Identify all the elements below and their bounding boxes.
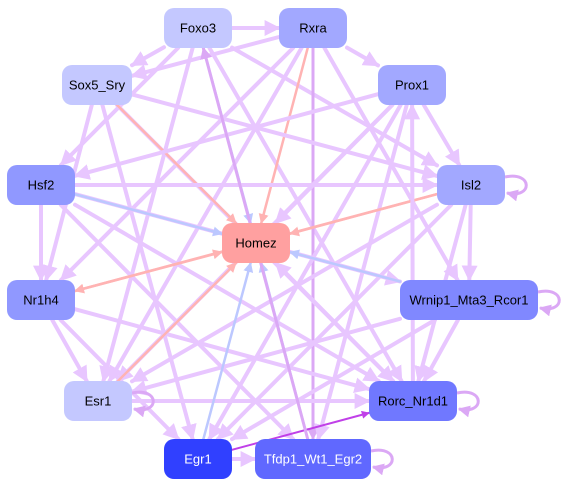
self-loop-esr1 (131, 390, 155, 418)
edge-prox1-to-homez (273, 103, 395, 225)
node-rorc[interactable]: Rorc_Nr1d1 (369, 381, 457, 421)
edge-nr1h4-to-esr1 (50, 318, 89, 383)
node-egr1[interactable]: Egr1 (164, 439, 232, 479)
node-wrnip1[interactable]: Wrnip1_Mta3_Rcor1 (400, 280, 538, 320)
node-box (164, 439, 232, 479)
edge-isl2-to-esr1 (130, 202, 439, 384)
node-label: Isl2 (461, 178, 481, 193)
node-label: Sox5_Sry (69, 78, 126, 93)
edge-wrnip1-to-homez (288, 249, 402, 283)
node-box (7, 165, 75, 205)
node-label: Tfdp1_Wt1_Egr2 (264, 452, 362, 467)
node-label: Rxra (299, 21, 327, 36)
node-prox1[interactable]: Prox1 (378, 65, 446, 105)
edge-hsf2-to-homez (73, 192, 224, 237)
node-label: Hsf2 (28, 178, 55, 193)
node-label: Rorc_Nr1d1 (378, 394, 448, 409)
edge-sox5_sry-to-homez (115, 103, 238, 225)
edge-prox1-to-egr1 (207, 103, 403, 441)
edge-rorc-to-prox1 (404, 103, 421, 383)
self-loops-layer (131, 174, 561, 476)
node-box (7, 280, 75, 320)
edge-rxra-to-prox1 (345, 45, 380, 68)
self-loop-rorc (456, 390, 480, 418)
edge-nr1h4-to-rorc (73, 307, 371, 394)
edge-wrnip1-to-esr1 (130, 316, 402, 396)
self-loop-wrnip1 (537, 289, 561, 317)
node-box (62, 65, 132, 105)
node-tfdp1[interactable]: Tfdp1_Wt1_Egr2 (255, 439, 371, 479)
node-box (222, 223, 290, 263)
edge-nr1h4-to-homez (73, 249, 224, 293)
node-isl2[interactable]: Isl2 (437, 165, 505, 205)
node-box (400, 280, 538, 320)
node-label: Esr1 (85, 394, 112, 409)
edge-foxo3-to-rorc (207, 46, 404, 383)
node-sox5_sry[interactable]: Sox5_Sry (62, 65, 132, 105)
node-foxo3[interactable]: Foxo3 (164, 8, 232, 48)
self-loop-tfdp1 (370, 448, 394, 476)
node-rxra[interactable]: Rxra (279, 8, 347, 48)
edge-egr1-to-rorc (231, 410, 370, 451)
node-box (378, 65, 446, 105)
edge-isl2-to-wrnip1 (461, 203, 478, 282)
node-box (255, 439, 371, 479)
node-box (369, 381, 457, 421)
node-label: Prox1 (395, 78, 429, 93)
node-nr1h4[interactable]: Nr1h4 (7, 280, 75, 320)
node-box (279, 8, 347, 48)
node-hsf2[interactable]: Hsf2 (7, 165, 75, 205)
node-homez[interactable]: Homez (222, 223, 290, 263)
node-label: Egr1 (184, 452, 211, 467)
node-box (437, 165, 505, 205)
edge-egr1-to-homez (202, 261, 254, 441)
edge-rorc-to-homez (273, 261, 396, 383)
edge-esr1-to-homez (116, 261, 238, 383)
edges-layer (33, 20, 478, 467)
self-loop-isl2 (504, 174, 528, 202)
node-box (164, 8, 232, 48)
edge-wrnip1-to-rorc (422, 318, 460, 383)
edge-foxo3-to-sox5_sry (130, 45, 166, 68)
edge-prox1-to-isl2 (421, 103, 462, 167)
node-box (64, 381, 132, 421)
edge-hsf2-to-rorc (73, 202, 381, 383)
node-esr1[interactable]: Esr1 (64, 381, 132, 421)
node-label: Foxo3 (180, 21, 216, 36)
node-label: Wrnip1_Mta3_Rcor1 (410, 293, 529, 308)
node-label: Homez (235, 236, 276, 251)
node-label: Nr1h4 (23, 293, 58, 308)
edge-wrnip1-to-egr1 (230, 318, 437, 442)
edge-sox5_sry-to-isl2 (130, 92, 439, 180)
